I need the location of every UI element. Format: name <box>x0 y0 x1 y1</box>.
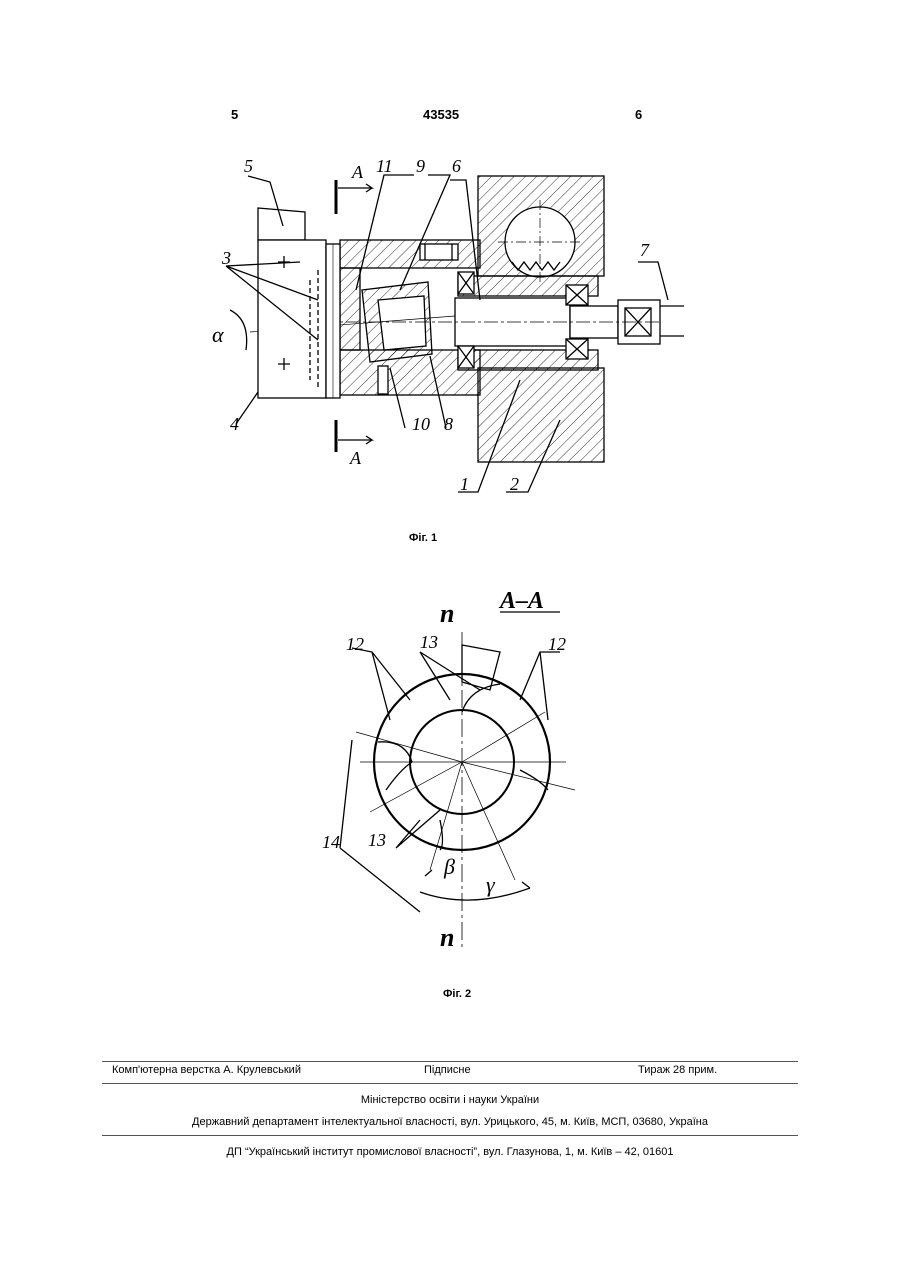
svg-text:12: 12 <box>548 634 566 654</box>
svg-text:1: 1 <box>460 474 469 494</box>
footer-circulation: Тираж 28 прим. <box>638 1064 717 1076</box>
svg-text:4: 4 <box>230 414 239 434</box>
svg-text:β: β <box>443 854 455 879</box>
svg-text:14: 14 <box>322 832 340 852</box>
svg-text:13: 13 <box>420 632 438 652</box>
footer-divider-middle <box>102 1083 798 1084</box>
footer-divider-bottom <box>102 1135 798 1136</box>
figure-2-labels: A–A n 12 13 12 14 13 β γ n <box>322 588 566 952</box>
svg-text:9: 9 <box>416 156 425 176</box>
svg-text:A–A: A–A <box>498 588 544 614</box>
svg-text:6: 6 <box>452 156 461 176</box>
figure-2-caption: Фіг. 2 <box>443 988 471 1000</box>
figure-1-drawing <box>226 175 684 492</box>
svg-text:α: α <box>212 322 224 347</box>
svg-text:A: A <box>349 448 362 468</box>
footer-divider-top <box>102 1061 798 1062</box>
svg-text:13: 13 <box>368 830 386 850</box>
svg-text:3: 3 <box>221 248 231 268</box>
svg-text:8: 8 <box>444 414 453 434</box>
svg-text:2: 2 <box>510 474 519 494</box>
svg-text:12: 12 <box>346 634 364 654</box>
svg-text:5: 5 <box>244 156 253 176</box>
figure-2-drawing <box>340 632 575 950</box>
footer-signed: Підписне <box>424 1064 471 1076</box>
svg-text:7: 7 <box>640 240 650 260</box>
svg-text:n: n <box>440 923 454 952</box>
svg-text:A: A <box>351 162 364 182</box>
footer-department: Державний департамент інтелектуальної вл… <box>0 1116 900 1128</box>
svg-text:γ: γ <box>486 872 496 897</box>
footer-ministry: Міністерство освіти і науки України <box>0 1094 900 1106</box>
footer-layout-credit: Комп'ютерна верстка А. Крулевський <box>112 1064 301 1076</box>
svg-text:10: 10 <box>412 414 430 434</box>
svg-text:n: n <box>440 599 454 628</box>
svg-text:11: 11 <box>376 156 393 176</box>
footer-institute: ДП “Український інститут промислової вла… <box>0 1146 900 1158</box>
figure-1-caption: Фіг. 1 <box>409 532 437 544</box>
